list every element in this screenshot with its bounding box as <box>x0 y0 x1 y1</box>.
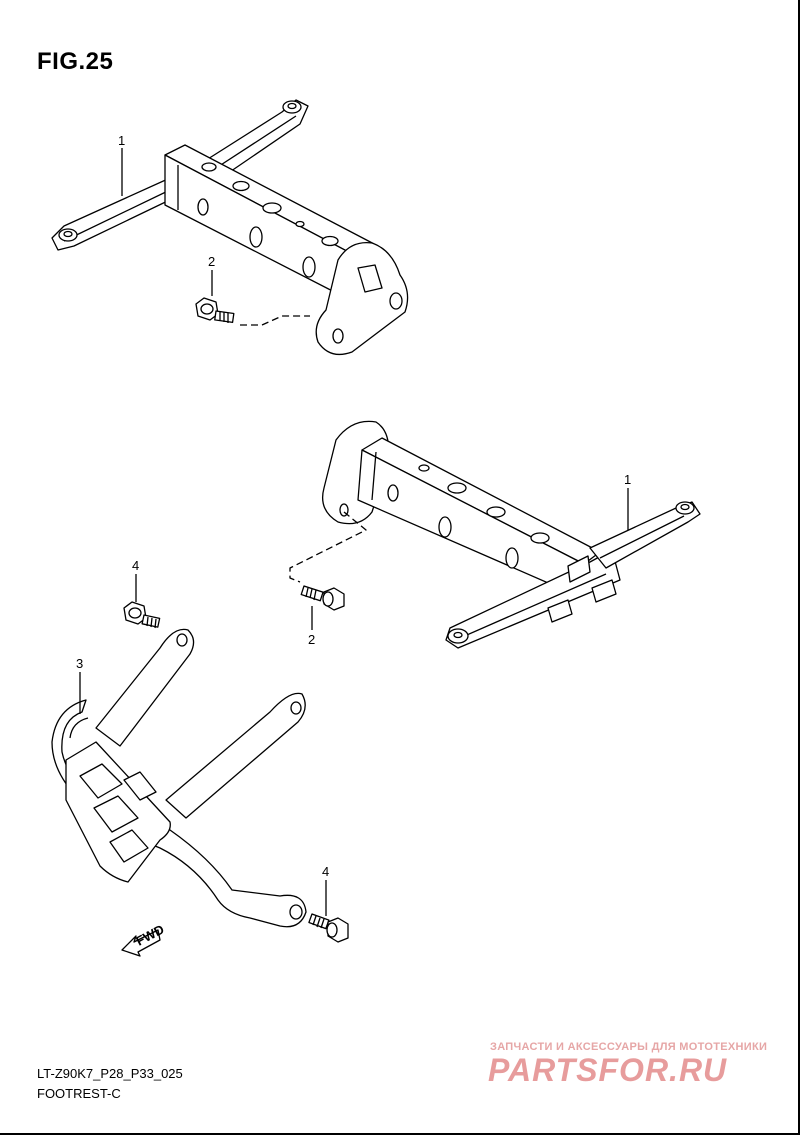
tube-hole <box>197 198 209 216</box>
arm-edge <box>599 515 685 559</box>
arm-edge <box>63 188 173 242</box>
tube-hole <box>418 464 430 472</box>
arm-bracket <box>591 579 617 603</box>
tube-hole <box>295 220 305 228</box>
plate-cutout <box>123 771 157 801</box>
guard-rod-front <box>165 692 306 819</box>
assembly-line <box>289 511 367 583</box>
bolt-thread <box>146 616 157 629</box>
arm-end-hole <box>680 503 690 511</box>
footrest-bracket-top[interactable] <box>51 99 409 356</box>
callout-4-upper: 4 <box>132 558 139 573</box>
arm-end-hole <box>287 102 297 110</box>
arm-edge <box>209 115 297 173</box>
fwd-direction-arrow: FWD <box>121 922 167 957</box>
bolt-thread <box>312 915 325 929</box>
bolt-flange <box>326 922 338 938</box>
callout-4-lower: 4 <box>322 864 329 879</box>
tube-hole <box>302 256 316 278</box>
arrow-icon <box>121 929 161 957</box>
rod-mount-hole <box>290 701 302 715</box>
bolt-flange <box>200 303 214 315</box>
bolt-flange <box>128 607 142 619</box>
tube-hole <box>321 235 339 247</box>
tube-hole <box>249 226 263 248</box>
plate-hole <box>332 328 344 344</box>
bolt-thread <box>305 587 317 601</box>
arm-end-hole <box>63 230 73 238</box>
foot-guard-3[interactable] <box>51 628 307 928</box>
plate-slot <box>357 264 383 293</box>
arm-end-hole <box>453 631 463 639</box>
bolt-thread <box>219 312 229 323</box>
callout-1-middle: 1 <box>624 472 631 487</box>
diagram-code: LT-Z90K7_P28_P33_025 <box>37 1066 183 1081</box>
bolt-shank <box>300 585 324 602</box>
bolt-4-upper[interactable] <box>123 601 161 629</box>
tube-hole <box>447 482 467 494</box>
callout-3: 3 <box>76 656 83 671</box>
tube-front-face <box>357 449 585 597</box>
watermark-tagline: ЗАПЧАСТИ И АКСЕССУАРЫ ДЛЯ МОТОТЕХНИКИ <box>490 1041 768 1053</box>
plate-hole <box>389 292 403 310</box>
bolt-2-middle[interactable] <box>300 585 345 611</box>
tube-hole <box>262 202 282 214</box>
callout-2-middle: 2 <box>308 632 315 647</box>
plate-cutout <box>109 829 149 863</box>
diagram-name: FOOTREST-C <box>37 1086 121 1101</box>
figure-title: FIG.25 <box>37 48 114 75</box>
tube-hole <box>438 516 452 538</box>
arm-bracket <box>547 599 573 623</box>
tube-hole <box>387 484 399 502</box>
bolt-2-top[interactable] <box>195 297 235 324</box>
arm-edge <box>459 573 607 639</box>
guard-rod-rear <box>95 628 195 747</box>
tube-edge <box>371 451 377 501</box>
plate-cutout <box>93 795 139 833</box>
footrest-bracket-middle[interactable] <box>321 420 701 649</box>
rod-mount-hole <box>289 904 303 920</box>
rod-mount-hole <box>176 633 188 647</box>
callout-2-top: 2 <box>208 254 215 269</box>
bolt-4-lower[interactable] <box>308 913 349 943</box>
tube-hole <box>505 547 519 569</box>
watermark-logo: PARTSFOR.RU <box>488 1052 728 1088</box>
tube-hole <box>486 506 506 518</box>
plate-cutout <box>79 763 123 799</box>
tube-hole <box>232 180 250 192</box>
tube-hole <box>201 162 217 172</box>
tube-hole <box>530 532 550 544</box>
bolt-flange <box>322 591 334 607</box>
mounting-plate <box>315 241 409 356</box>
assembly-line <box>240 315 310 326</box>
callout-1-top: 1 <box>118 133 125 148</box>
tube-end-opening <box>567 555 591 583</box>
